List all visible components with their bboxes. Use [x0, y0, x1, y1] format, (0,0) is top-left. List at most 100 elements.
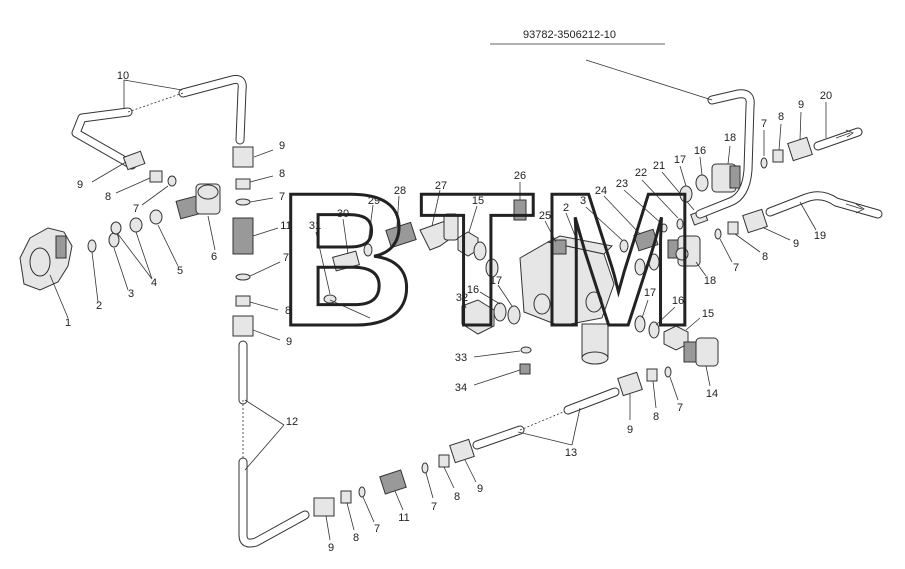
- callout-5: 5: [177, 265, 183, 277]
- callout-11-bottom: 11: [398, 512, 409, 524]
- washer-3: [108, 232, 120, 248]
- callout-9-center: 9: [279, 140, 285, 152]
- callout-31: 31: [309, 220, 321, 232]
- elbow-18-lower: [667, 235, 701, 267]
- callout-7-top: 7: [133, 203, 139, 215]
- nut-9-bottom-mid: [449, 438, 475, 464]
- callout-13: 13: [565, 447, 577, 459]
- union-11-center: [232, 217, 254, 255]
- pipe-13: [472, 387, 620, 450]
- washer-7-bottom-right: [664, 366, 672, 378]
- sleeve-8-center: [235, 178, 251, 190]
- elbow-14: [683, 337, 719, 367]
- callout-8-top: 8: [105, 191, 111, 203]
- callout-8-bottom-mid: 8: [454, 491, 460, 503]
- pipe-20: [813, 127, 863, 151]
- callout-18-lower: 18: [704, 275, 716, 287]
- union-11-bottom: [379, 469, 407, 495]
- pipe-19: [765, 191, 883, 219]
- callout-7-bottom-left: 7: [374, 523, 380, 535]
- adapter-30: [331, 250, 361, 272]
- ring-3-right: [619, 239, 629, 253]
- callout-1: 1: [65, 317, 71, 329]
- callout-8-bottom-left: 8: [353, 532, 359, 544]
- elbow-18-upper: [711, 163, 741, 193]
- callout-8-center: 8: [279, 168, 285, 180]
- callout-17-left: 17: [490, 275, 502, 287]
- fitting-28: [385, 221, 417, 249]
- pipe-12: [238, 340, 310, 548]
- valve-body-25: [519, 235, 615, 365]
- nut-34: [519, 363, 531, 375]
- ring-17-lower: [507, 305, 521, 325]
- nut-9-right: [742, 208, 768, 234]
- callout-21: 21: [653, 160, 665, 172]
- callout-9-bottom-right: 9: [627, 424, 633, 436]
- callout-9-upper-right: 9: [798, 99, 804, 111]
- callout-32: 32: [456, 292, 468, 304]
- ring-16-right-lower: [648, 321, 660, 339]
- callout-3: 3: [128, 288, 134, 300]
- nut-9-center: [232, 146, 254, 168]
- washer-7-top: [167, 175, 177, 187]
- sleeve-8-top: [149, 170, 163, 183]
- callout-16-upper-right: 16: [694, 145, 706, 157]
- pipe-upper-right: [695, 89, 755, 219]
- nut-9-bottom-right: [617, 371, 643, 397]
- callout-29: 29: [368, 195, 380, 207]
- callout-2: 2: [96, 300, 102, 312]
- callout-18-upper: 18: [724, 132, 736, 144]
- callout-15-left: 15: [472, 195, 484, 207]
- washer-4a: [129, 217, 143, 233]
- fitting-24: [633, 228, 659, 252]
- callout-7-bottom-right: 7: [677, 402, 683, 414]
- ring-17-right-upper: [634, 258, 646, 276]
- elbow-6: [175, 183, 221, 220]
- callout-7-right: 7: [733, 262, 739, 274]
- clip-33: [520, 346, 532, 354]
- callout-16-left: 16: [467, 284, 479, 296]
- callout-24: 24: [595, 185, 607, 197]
- washer-7-upper-right: [760, 157, 768, 169]
- ring-5: [149, 209, 163, 225]
- callout-7-bottom-mid: 7: [431, 501, 437, 513]
- callout-23: 23: [616, 178, 628, 190]
- sleeve-8-bottom-left: [340, 490, 352, 504]
- callout-10: 10: [117, 70, 129, 82]
- sleeve-8-center-b: [235, 295, 251, 307]
- pipe-10: [71, 75, 247, 170]
- callout-22: 22: [635, 167, 647, 179]
- callout-12: 12: [286, 416, 298, 428]
- callout-3-right: 3: [580, 195, 586, 207]
- callout-26: 26: [514, 170, 526, 182]
- callout-9-bottom-mid: 9: [477, 483, 483, 495]
- drawing-code: 93782-3506212-10: [523, 29, 616, 41]
- sleeve-8-upper-right: [772, 149, 784, 163]
- callout-17-upper-right: 17: [674, 154, 686, 166]
- callout-7-center-b: 7: [283, 252, 289, 264]
- washer-4b: [110, 221, 122, 235]
- plug-32: [461, 299, 495, 335]
- callout-17-right: 17: [644, 287, 656, 299]
- callout-8-right: 8: [762, 251, 768, 263]
- nut-9-center-b: [232, 315, 254, 337]
- callout-33: 33: [455, 352, 467, 364]
- watermark: BTM: [278, 154, 702, 366]
- callout-30: 30: [337, 208, 349, 220]
- valve-body-1: [19, 227, 73, 291]
- ring-22: [676, 218, 684, 230]
- callout-8-upper-right: 8: [778, 111, 784, 123]
- ring-17-right-lower: [634, 315, 646, 333]
- ring-23: [660, 223, 668, 233]
- sleeve-8-right: [727, 221, 739, 235]
- ring-16-upper: [485, 258, 499, 278]
- callout-15-right: 15: [702, 308, 714, 320]
- callout-8-center-b: 8: [285, 305, 291, 317]
- callout-7-upper-right: 7: [761, 118, 767, 130]
- sleeve-8-bottom-mid: [438, 454, 450, 468]
- callout-9-bottom-left: 9: [328, 542, 334, 554]
- washer-7-right: [714, 228, 722, 240]
- callout-34: 34: [455, 382, 467, 394]
